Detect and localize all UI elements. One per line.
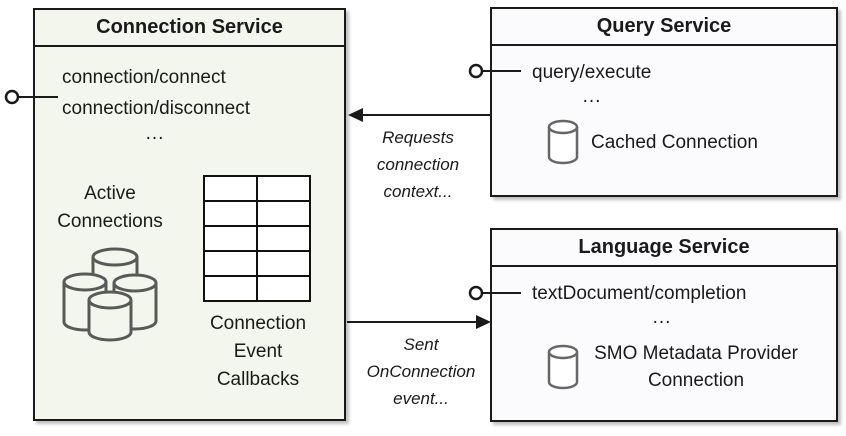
smo-metadata-provider-connection-label: SMO Metadata Provider Connection: [594, 343, 798, 391]
smo-connection-row: SMO Metadata Provider Connection: [547, 340, 801, 394]
connection-service-box: Connection Service connection/connect co…: [33, 8, 346, 421]
method-textdocument-completion: textDocument/completion: [532, 283, 747, 304]
database-cylinder-icon: [547, 344, 579, 390]
table-cell: [205, 177, 256, 200]
query-methods-ellipsis: ...: [582, 86, 602, 107]
requests-connection-context-label: Requests connection context...: [376, 128, 460, 201]
database-cluster-icon: [62, 247, 158, 342]
connection-event-callbacks-label: Connection Event Callbacks: [209, 313, 307, 390]
sent-event-arrow: [347, 315, 491, 329]
table-cell: [258, 227, 309, 250]
language-methods-ellipsis: ...: [652, 307, 672, 328]
callback-table: [203, 175, 311, 302]
table-cell: [258, 277, 309, 300]
connection-service-methods: connection/connect connection/disconnect: [62, 62, 250, 124]
table-cell: [205, 277, 256, 300]
language-service-title: Language Service: [492, 230, 836, 267]
method-query-execute: query/execute: [532, 62, 652, 83]
language-service-box: Language Service textDocument/completion…: [490, 228, 838, 422]
active-connections-label: Active Connections: [57, 183, 163, 232]
query-service-title: Query Service: [492, 9, 836, 46]
sent-onconnection-event-label: Sent OnConnection event...: [366, 335, 476, 408]
table-cell: [258, 177, 309, 200]
cached-connection-label: Cached Connection: [591, 131, 758, 153]
cached-connection-row: Cached Connection: [547, 119, 758, 165]
connection-methods-ellipsis: ...: [145, 123, 165, 144]
connection-service-title: Connection Service: [35, 10, 344, 47]
table-cell: [258, 252, 309, 275]
database-cylinder-icon: [547, 119, 579, 165]
table-cell: [205, 227, 256, 250]
table-cell: [205, 252, 256, 275]
table-cell: [205, 202, 256, 225]
table-cell: [258, 202, 309, 225]
method-connection-connect: connection/connect: [62, 67, 226, 88]
query-service-box: Query Service query/execute ... Cached C…: [490, 7, 838, 197]
method-connection-disconnect: connection/disconnect: [62, 98, 251, 119]
requests-arrow: [348, 108, 490, 122]
